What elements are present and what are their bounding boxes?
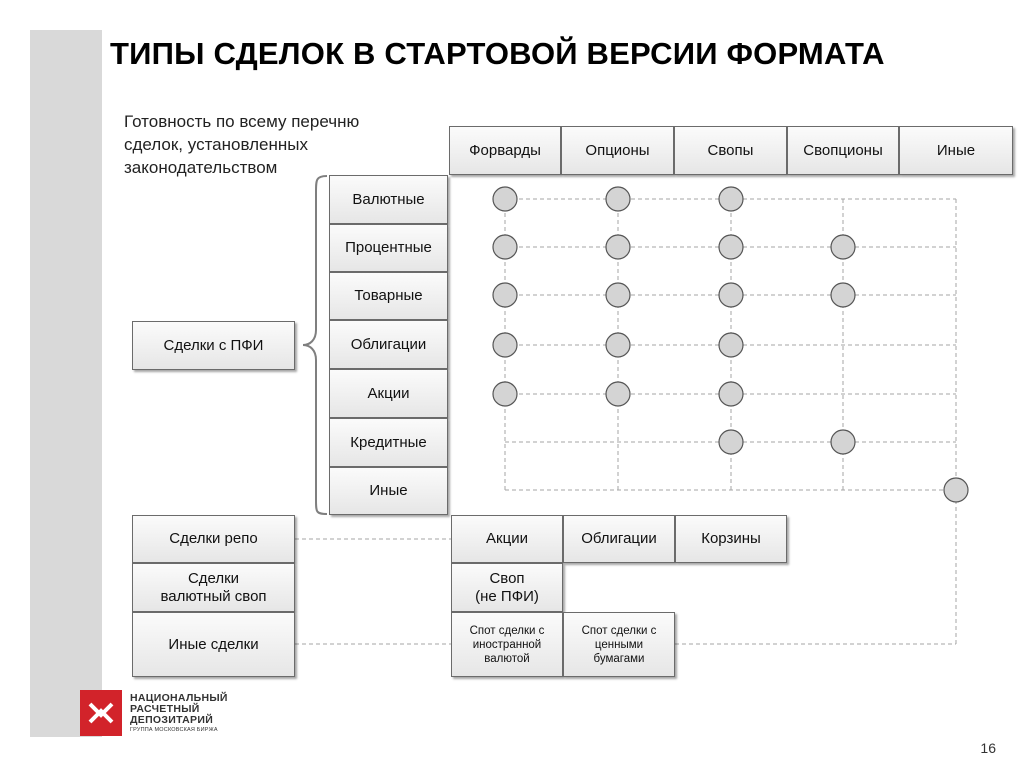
logo-line: НАЦИОНАЛЬНЫЙ	[130, 692, 228, 704]
spot-fx-line: Спот сделки с	[469, 624, 545, 637]
deal-fx-swap-line: валютный своп	[160, 587, 267, 605]
logo-icon	[80, 690, 122, 736]
repo-equity: Акции	[451, 515, 563, 563]
grouping-brace	[302, 175, 328, 515]
slide-title: ТИПЫ СДЕЛОК В СТАРТОВОЙ ВЕРСИИ ФОРМАТА	[110, 36, 885, 71]
intro-text: Готовность по всему перечню сделок, уста…	[124, 110, 424, 179]
readiness-marker	[492, 234, 518, 260]
readiness-marker	[718, 234, 744, 260]
row-header-currency: Валютные	[329, 175, 448, 224]
deal-repo: Сделки репо	[132, 515, 295, 563]
col-header-options: Опционы	[561, 126, 674, 175]
readiness-marker	[605, 381, 631, 407]
group-pfi-deals: Сделки с ПФИ	[132, 321, 295, 370]
spot-fx-line: валютой	[484, 652, 530, 665]
col-header-swaps: Свопы	[674, 126, 787, 175]
spot-securities: Спот сделки с ценными бумагами	[563, 612, 675, 677]
spot-fx: Спот сделки с иностранной валютой	[451, 612, 563, 677]
swap-non-pfi-line: Своп	[489, 569, 525, 587]
row-header-commodity: Товарные	[329, 272, 448, 320]
readiness-marker	[492, 186, 518, 212]
repo-bonds: Облигации	[563, 515, 675, 563]
readiness-marker	[492, 282, 518, 308]
spot-securities-line: бумагами	[593, 652, 645, 665]
spot-securities-line: Спот сделки с	[581, 624, 657, 637]
readiness-marker	[718, 381, 744, 407]
readiness-marker	[718, 429, 744, 455]
row-header-bonds: Облигации	[329, 320, 448, 369]
logo-text: НАЦИОНАЛЬНЫЙ РАСЧЕТНЫЙ ДЕПОЗИТАРИЙ ГРУПП…	[130, 693, 228, 734]
logo-line: ДЕПОЗИТАРИЙ	[130, 714, 214, 726]
page-number: 16	[980, 740, 996, 756]
deal-other: Иные сделки	[132, 612, 295, 677]
readiness-marker	[605, 186, 631, 212]
left-accent-bar	[30, 30, 102, 737]
col-header-other: Иные	[899, 126, 1013, 175]
readiness-marker	[718, 186, 744, 212]
intro-line: Готовность по всему перечню	[124, 112, 360, 131]
readiness-marker	[943, 477, 969, 503]
readiness-marker	[830, 234, 856, 260]
col-header-swaptions: Свопционы	[787, 126, 899, 175]
logo-subtitle: ГРУППА МОСКОВСКАЯ БИРЖА	[130, 727, 218, 733]
readiness-marker	[605, 282, 631, 308]
row-header-credit: Кредитные	[329, 418, 448, 467]
repo-baskets: Корзины	[675, 515, 787, 563]
spot-securities-line: ценными	[594, 638, 644, 651]
intro-line: законодательством	[124, 158, 278, 177]
readiness-marker	[492, 332, 518, 358]
row-header-interest: Процентные	[329, 224, 448, 272]
readiness-marker	[830, 429, 856, 455]
deal-fx-swap: Сделки валютный своп	[132, 563, 295, 612]
row-header-other: Иные	[329, 467, 448, 515]
col-header-forwards: Форварды	[449, 126, 561, 175]
swap-non-pfi: Своп (не ПФИ)	[451, 563, 563, 612]
readiness-marker	[718, 332, 744, 358]
swap-non-pfi-line: (не ПФИ)	[475, 587, 539, 605]
readiness-marker	[605, 332, 631, 358]
spot-fx-line: иностранной	[472, 638, 542, 651]
intro-line: сделок, установленных	[124, 135, 308, 154]
readiness-marker	[830, 282, 856, 308]
deal-fx-swap-line: Сделки	[187, 569, 240, 587]
readiness-marker	[605, 234, 631, 260]
logo-line: РАСЧЕТНЫЙ	[130, 703, 200, 715]
readiness-marker	[718, 282, 744, 308]
row-header-equity: Акции	[329, 369, 448, 418]
readiness-marker	[492, 381, 518, 407]
